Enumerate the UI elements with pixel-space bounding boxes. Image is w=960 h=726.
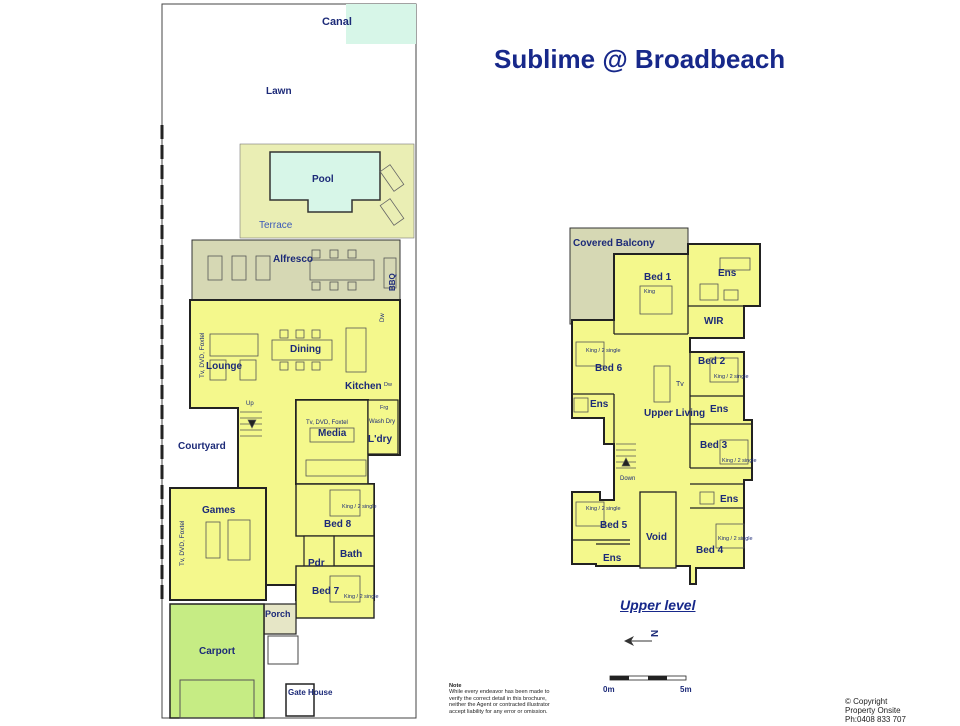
laundry-room (367, 399, 399, 455)
covered-balcony-line: Covered Balcony (573, 238, 655, 249)
bed6-label: Bed 6 (595, 363, 623, 374)
bed3-label: Bed 3 (700, 440, 728, 451)
media-tv-label: Tv, DVD, Foxtel (306, 420, 348, 426)
ens3-label: Ens (720, 494, 739, 505)
porch-label: Porch (265, 609, 291, 619)
pdr-label: Pdr (308, 558, 325, 569)
carport-label: Carport (199, 646, 236, 657)
bed7-bed-label: King / 2 single (344, 594, 379, 600)
copyright-line1: © Copyright (845, 697, 888, 706)
carport-area (169, 603, 265, 719)
terrace-label: Terrace (259, 220, 293, 231)
ens5-label: Ens (603, 553, 622, 564)
up-label: Up (246, 401, 254, 407)
bed2-bed-label: King / 2 single (714, 374, 749, 380)
upper-living-label: Upper Living (644, 408, 705, 419)
bed5-bed-label: King / 2 single (586, 506, 621, 512)
dw2-label: Dw (384, 382, 392, 388)
bed8-room (295, 483, 375, 537)
alfresco-area (191, 239, 401, 301)
wash-dry-label: Wash Dry (369, 419, 395, 425)
bed4-bed-label: King / 2 single (718, 536, 753, 542)
upper-internal-walls (572, 254, 752, 569)
bath-label: Bath (340, 549, 362, 560)
copyright-line2: Property Onsite (845, 706, 901, 715)
bed4-label: Bed 4 (696, 545, 724, 556)
kitchen-label: Kitchen (345, 381, 382, 392)
scale-bar: 0m 5m (603, 675, 692, 694)
bed3-bed-label: King / 2 single (722, 458, 757, 464)
covered-balcony-label: Covered Balcony (573, 238, 655, 249)
dining-label: Dining (290, 344, 321, 355)
frg-label: Frg (380, 405, 388, 411)
bed8-label: Bed 8 (324, 519, 352, 530)
pool (269, 151, 381, 213)
dw-label: Dw (380, 313, 386, 322)
north-arrow-icon: N (624, 630, 661, 646)
canal-area (346, 4, 416, 44)
laundry-label: L'dry (368, 434, 392, 445)
upper-level-caption: Upper level (620, 597, 696, 613)
bed7-label: Bed 7 (312, 586, 340, 597)
bed8-bed-label: King / 2 single (342, 504, 377, 510)
plan-title: Sublime @ Broadbeach (494, 44, 786, 74)
lounge-label: Lounge (206, 361, 243, 372)
alfresco-furniture (207, 249, 397, 291)
north-label: N (650, 630, 661, 637)
lawn-label: Lawn (266, 86, 292, 97)
pdr-room (303, 535, 335, 569)
upper-furniture (573, 257, 751, 549)
ens1-label: Ens (718, 268, 737, 279)
lower-furniture (205, 327, 367, 603)
lower-stairs (240, 411, 262, 437)
wir-label: WIR (704, 316, 724, 327)
carport-door (179, 679, 255, 719)
bed2-label: Bed 2 (698, 356, 726, 367)
scale-start: 0m (603, 685, 615, 694)
property-boundary (161, 3, 417, 719)
gate-label: Gate House (288, 688, 333, 697)
sun-loungers (379, 164, 405, 226)
void-label: Void (646, 532, 667, 543)
bed7-room (295, 565, 375, 619)
ens6-label: Ens (590, 399, 609, 410)
tv-label: Tv (676, 381, 684, 388)
lounge-tv-label: Tv, DVD, Foxtel (199, 332, 206, 378)
bed1-bed-label: King (644, 289, 655, 295)
down-label: Down (620, 476, 635, 482)
note-body: While every endeavor has been made to ve… (449, 689, 550, 715)
copyright-block: © Copyright Property Onsite Ph:0408 833 … (845, 697, 906, 724)
copyright-line3: Ph:0408 833 707 (845, 715, 906, 724)
canal-label: Canal (322, 16, 352, 28)
bin-area (267, 635, 299, 665)
upper-stairs (616, 443, 636, 469)
porch-area (263, 603, 297, 635)
gate-house (285, 683, 315, 717)
courtyard-label: Courtyard (178, 441, 226, 452)
alfresco-label: Alfresco (273, 254, 313, 265)
bath-room (333, 535, 375, 567)
upper-house (571, 243, 761, 585)
scale-end: 5m (680, 685, 692, 694)
disclaimer-note: Note While every endeavor has been made … (449, 683, 561, 715)
media-label: Media (318, 428, 347, 439)
bbq-label: BBQ (388, 273, 397, 291)
note-heading: Note (449, 683, 462, 689)
bed6-bed-label: King / 2 single (586, 348, 621, 354)
games-label: Games (202, 505, 236, 516)
pool-label: Pool (312, 174, 334, 185)
bed5-label: Bed 5 (600, 520, 628, 531)
games-tv-label: Tv, DVD, Foxtel (179, 520, 186, 566)
bed1-label: Bed 1 (644, 272, 672, 283)
ens2-label: Ens (710, 404, 729, 415)
